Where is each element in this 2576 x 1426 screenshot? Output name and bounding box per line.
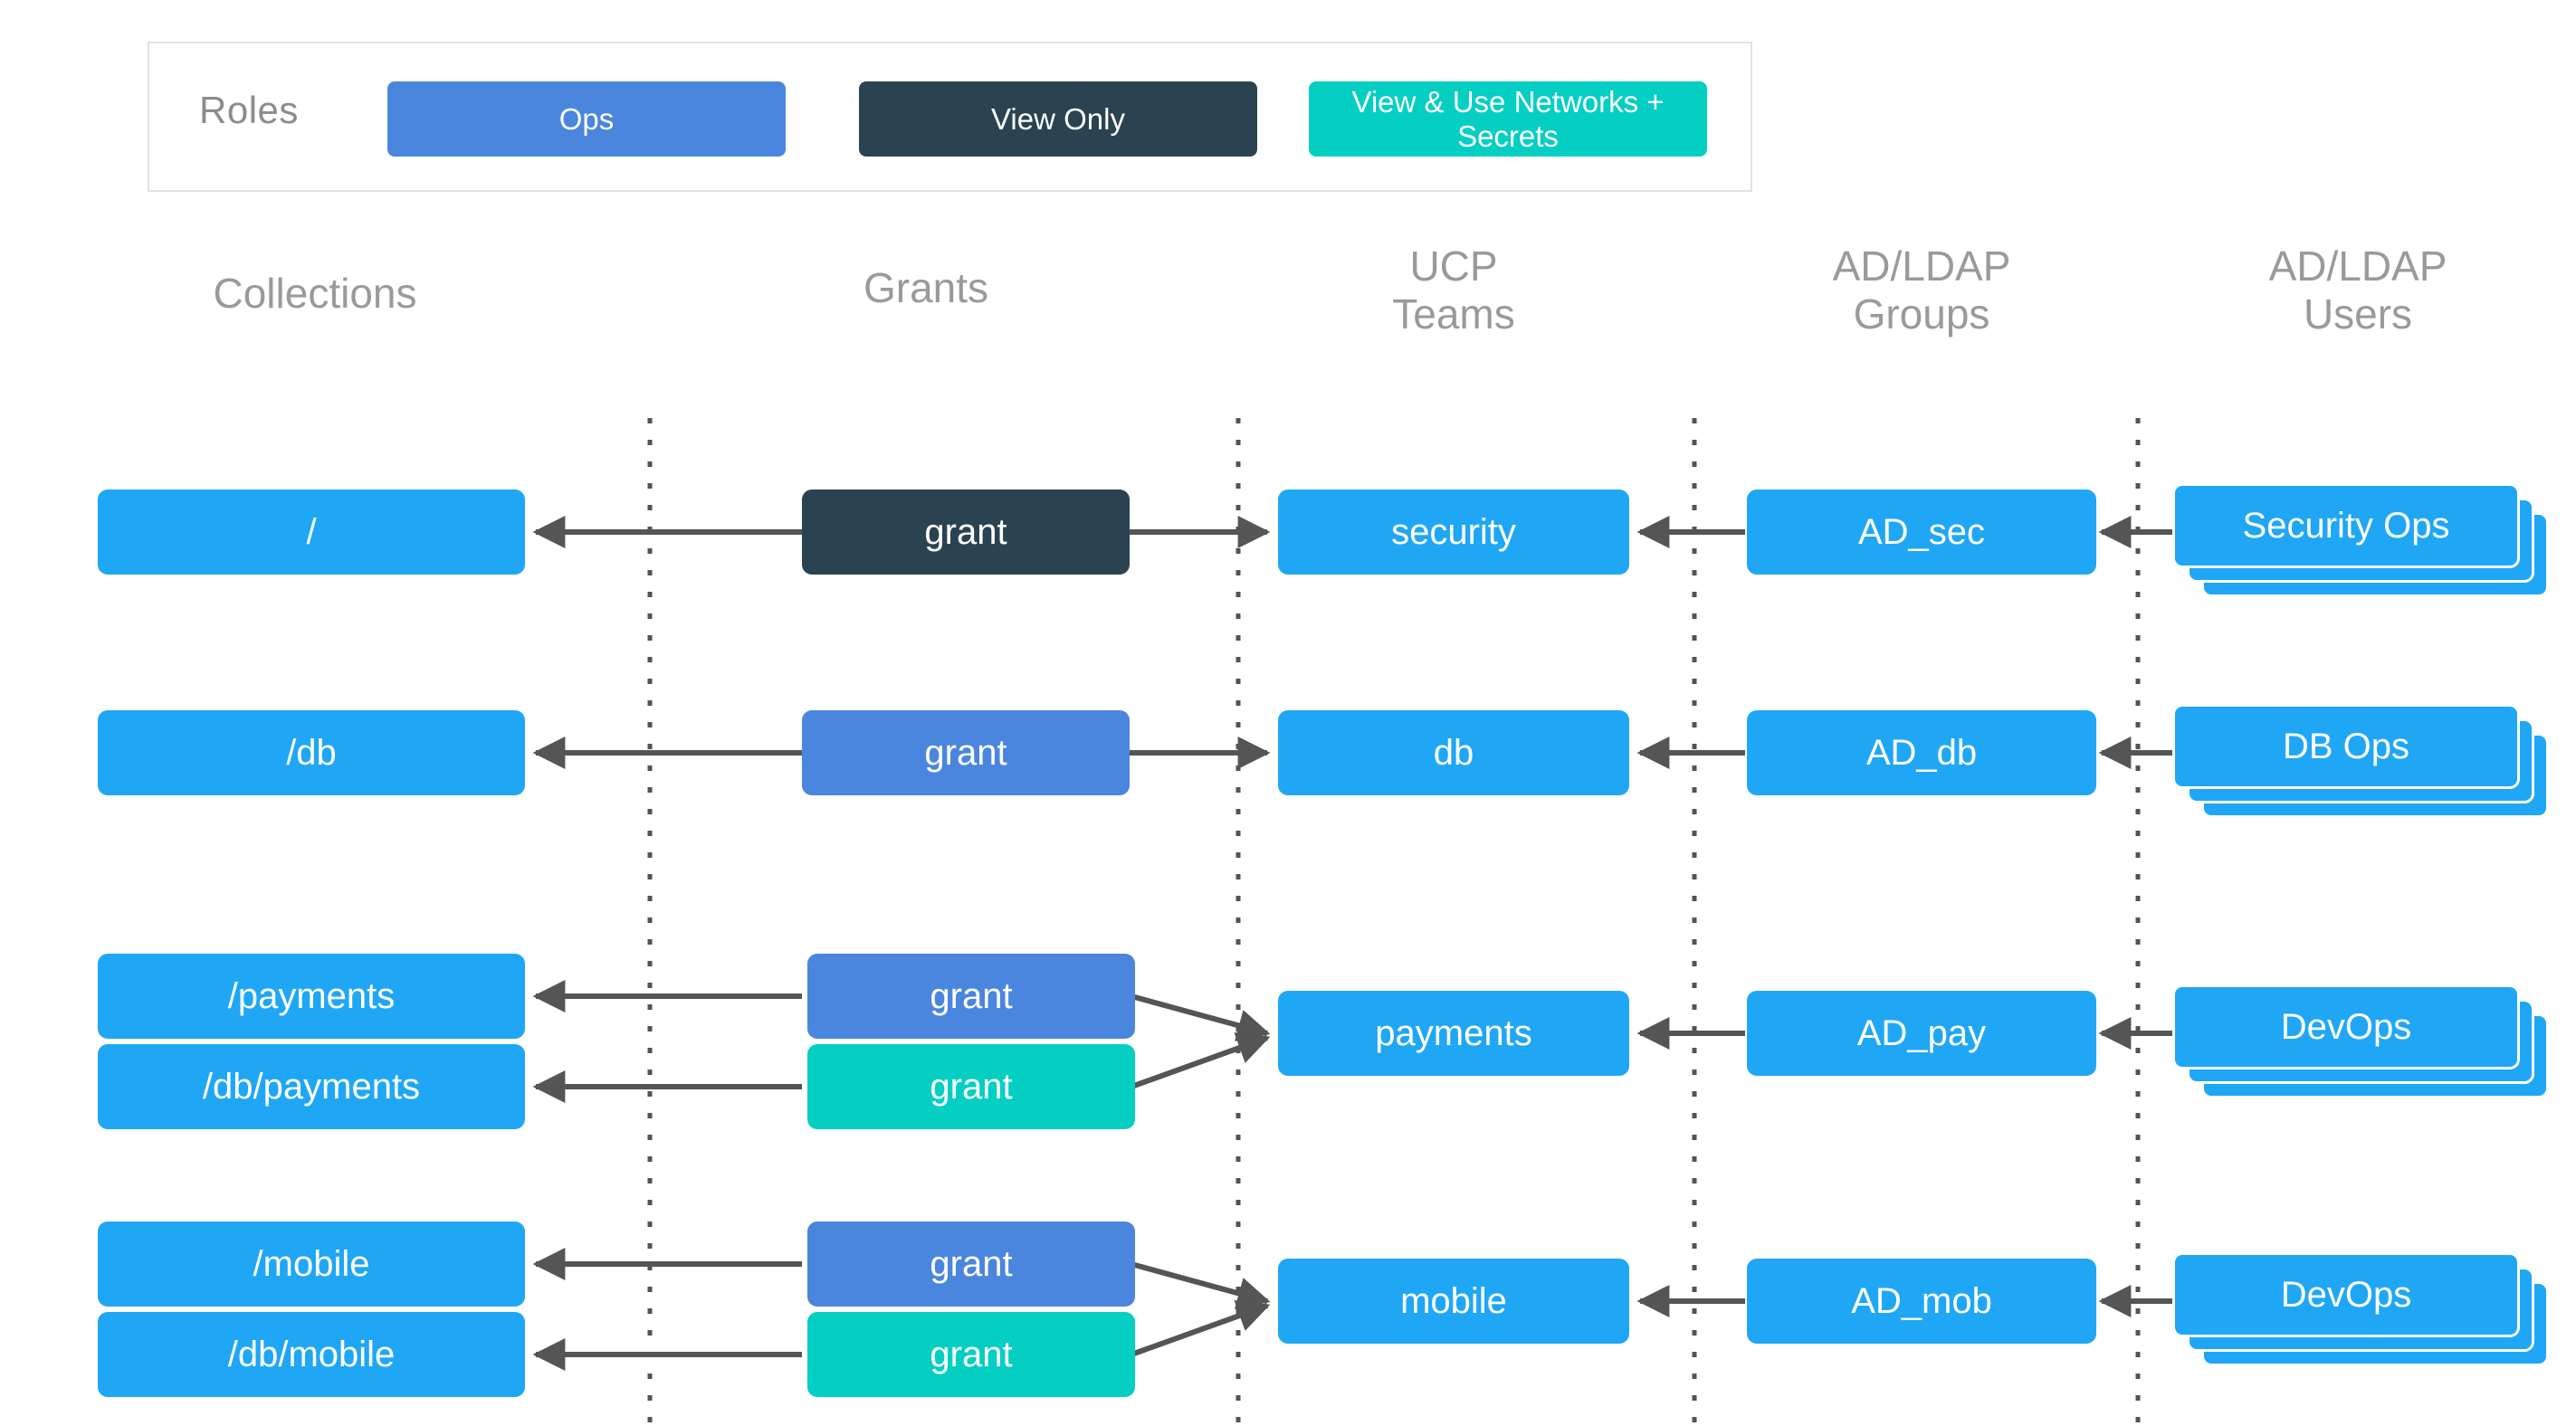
collection-node-root[interactable]: / (98, 490, 525, 575)
user-stack-label: Security Ops (2242, 505, 2450, 546)
collection-node-mobile[interactable]: /mobile (98, 1222, 525, 1307)
team-node-security[interactable]: security (1278, 490, 1629, 575)
user-card-layer-1 (2172, 704, 2520, 789)
arrow-grant-ops-to-team-payments (1131, 993, 1271, 1041)
roles-legend-title: Roles (199, 89, 299, 131)
user-card-layer-1 (2172, 1252, 2520, 1337)
grant-node-security-view-only[interactable]: grant (802, 490, 1130, 575)
grant-node-db-ops[interactable]: grant (802, 710, 1130, 795)
role-chip-ops[interactable]: Ops (387, 81, 786, 157)
group-node-ad-pay[interactable]: AD_pay (1747, 991, 2096, 1076)
grant-node-mobile-ops[interactable]: grant (807, 1222, 1135, 1307)
arrow-grant-ops-to-team-mobile (1131, 1261, 1271, 1309)
column-header-collections: Collections (213, 270, 417, 317)
arrow-grant-teal-to-team-payments (1130, 1032, 1271, 1089)
group-node-ad-mob[interactable]: AD_mob (1747, 1259, 2096, 1344)
roles-legend-panel: Roles Ops View Only View & Use Networks … (148, 42, 1752, 192)
collection-node-db-payments[interactable]: /db/payments (98, 1044, 525, 1129)
grant-node-payments-ops[interactable]: grant (807, 954, 1135, 1039)
collection-node-db-mobile[interactable]: /db/mobile (98, 1312, 525, 1397)
user-stack-label: DevOps (2280, 1274, 2412, 1315)
team-node-db[interactable]: db (1278, 710, 1629, 795)
user-stack-devops-payments[interactable]: DevOps (2172, 984, 2552, 1098)
user-stack-label: DB Ops (2282, 726, 2410, 766)
column-header-adldap-users: AD/LDAP Users (2268, 242, 2447, 337)
arrow-grant-teal-to-team-mobile (1130, 1300, 1271, 1357)
column-header-adldap-groups: AD/LDAP Groups (1832, 242, 2011, 337)
column-header-grants: Grants (863, 264, 989, 311)
group-node-ad-db[interactable]: AD_db (1747, 710, 2096, 795)
role-chip-view-only[interactable]: View Only (859, 81, 1257, 157)
user-stack-devops-mobile[interactable]: DevOps (2172, 1252, 2552, 1366)
team-node-mobile[interactable]: mobile (1278, 1259, 1629, 1344)
user-stack-label: DevOps (2280, 1006, 2412, 1047)
role-chip-view-use-networks-secrets[interactable]: View & Use Networks + Secrets (1309, 81, 1707, 157)
user-stack-db-ops[interactable]: DB Ops (2172, 704, 2552, 818)
column-header-ucp-teams: UCP Teams (1392, 242, 1515, 337)
user-card-layer-1 (2172, 984, 2520, 1070)
grant-node-mobile-view-use[interactable]: grant (807, 1312, 1135, 1397)
user-card-layer-1 (2172, 483, 2520, 568)
collection-node-payments[interactable]: /payments (98, 954, 525, 1039)
group-node-ad-sec[interactable]: AD_sec (1747, 490, 2096, 575)
collection-node-db[interactable]: /db (98, 710, 525, 795)
user-stack-security-ops[interactable]: Security Ops (2172, 483, 2552, 597)
grant-node-payments-view-use[interactable]: grant (807, 1044, 1135, 1129)
team-node-payments[interactable]: payments (1278, 991, 1629, 1076)
